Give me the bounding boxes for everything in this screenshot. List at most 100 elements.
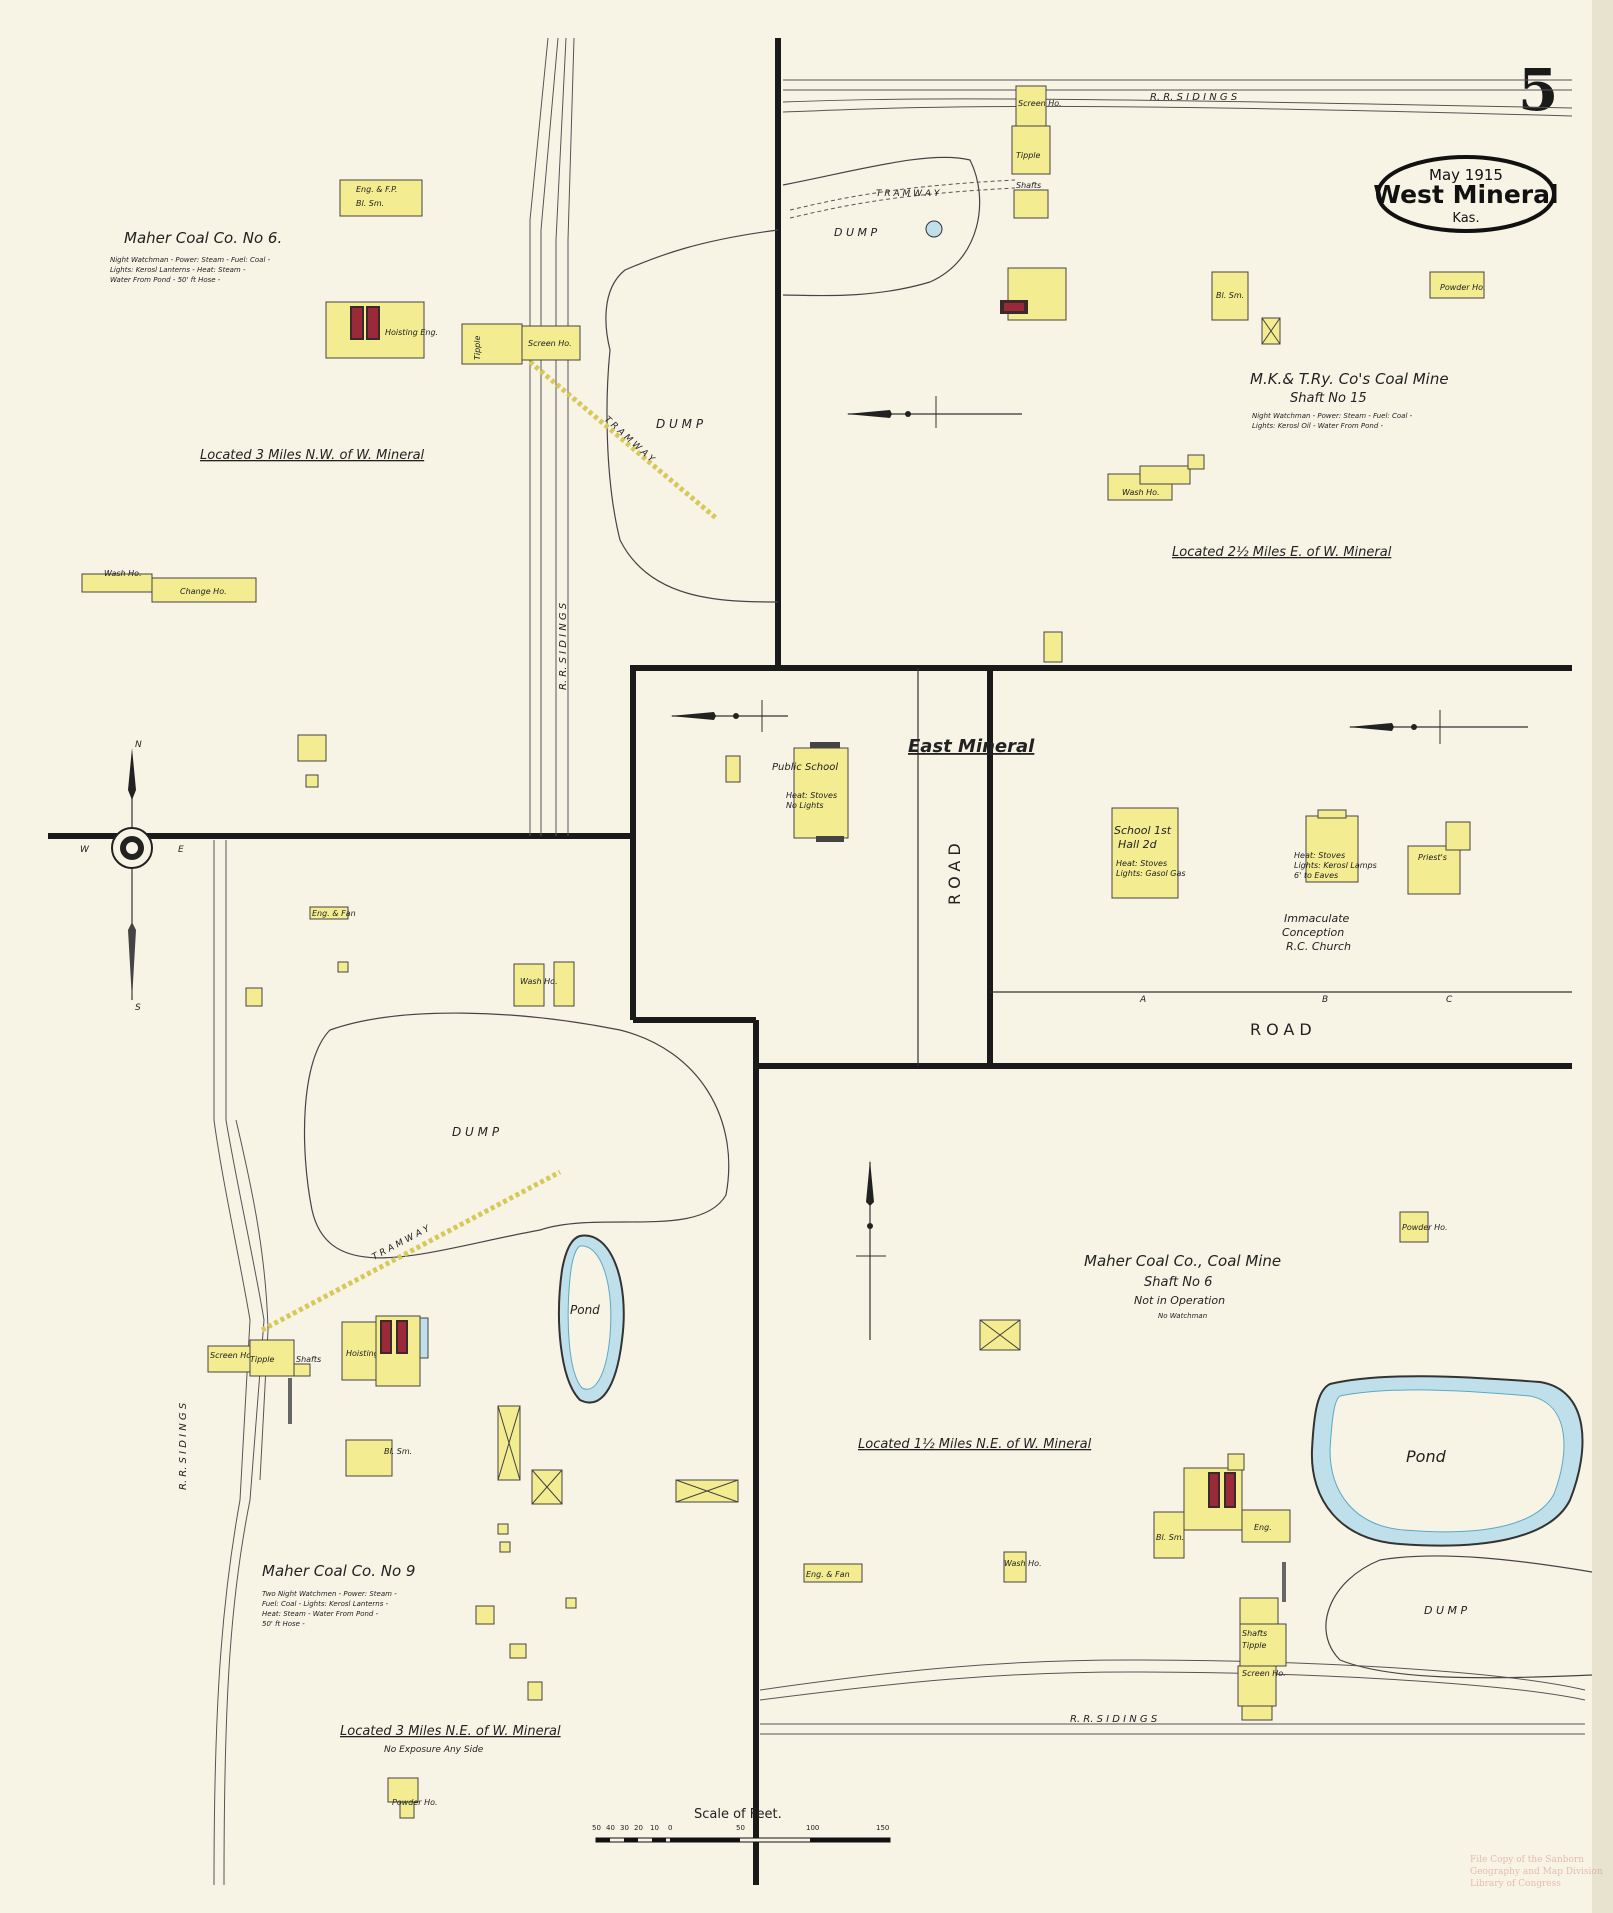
svg-text:50: 50 [592,1824,601,1832]
section-ne-location: Located 2½ Miles E. of W. Mineral [1172,545,1392,560]
svg-text:100: 100 [806,1824,819,1832]
building-public-school [793,747,849,839]
svg-text:Screen Ho.: Screen Ho. [210,1351,254,1360]
building-church [1305,815,1359,883]
svg-text:Lights: Gasol Gas: Lights: Gasol Gas [1116,869,1186,878]
library-watermark: File Copy of the Sanborn Geography and M… [1470,1855,1603,1889]
title-state: Kas. [1452,211,1479,226]
building-tipple [461,323,523,365]
svg-text:Eng.: Eng. [1254,1523,1272,1532]
svg-text:Shafts: Shafts [1016,181,1041,190]
tramway-sw [260,1169,562,1333]
north-arrow-icon [1348,723,1394,731]
building-school-hall [1111,807,1179,899]
svg-text:Heat: Stoves: Heat: Stoves [1294,851,1345,860]
svg-text:R. R. S I D I N G S: R. R. S I D I N G S [558,602,569,690]
building-wash-ho-se [1003,1551,1027,1583]
svg-text:20: 20 [634,1824,643,1832]
svg-text:No Lights: No Lights [786,801,824,810]
building-eng-fan-nw [297,734,327,762]
svg-text:Lights: Kerosl Lamps: Lights: Kerosl Lamps [1294,861,1377,870]
building-hoisting-eng-sw [341,1321,377,1381]
building-hoisting-sw [245,987,263,1007]
svg-text:50' ft Hose -: 50' ft Hose - [262,1620,305,1628]
building-tipple-sw [249,1339,295,1377]
rr-sidings-nw [529,37,575,836]
svg-text:Shaft No 6: Shaft No 6 [1144,1275,1212,1290]
svg-text:Eng. & F.P.: Eng. & F.P. [356,185,397,194]
section-se-title: Maher Coal Co., Coal Mine [1084,1252,1281,1270]
svg-text:T R A M W A Y: T R A M W A Y [876,189,941,199]
svg-text:Pond: Pond [1406,1447,1447,1466]
section-se-location: Located 1½ Miles N.E. of W. Mineral [858,1437,1092,1452]
svg-text:No Watchman: No Watchman [1158,1312,1207,1320]
svg-text:School 1st: School 1st [1114,824,1172,837]
tramway-nw [528,360,718,520]
building-powder-ho-se [1399,1211,1429,1243]
svg-text:Lights: Kerosl Lanterns - Heat: Lights: Kerosl Lanterns - Heat: Steam - [110,266,246,274]
svg-text:Screen Ho.: Screen Ho. [1018,99,1062,108]
tramway-ne [789,179,1016,211]
svg-text:Screen Ho.: Screen Ho. [1242,1669,1286,1678]
scale-bar: Scale of Feet. 50 40 30 20 10 0 50 100 1… [592,1807,891,1843]
svg-text:D U M P: D U M P [1424,1604,1468,1617]
svg-text:Eng. & Fan: Eng. & Fan [312,909,356,918]
svg-text:Shafts: Shafts [1242,1629,1267,1638]
north-arrow-icon [670,712,716,720]
dump-sw [303,1012,730,1259]
dump-ne [782,156,981,297]
building-priests-house [1407,845,1461,895]
svg-text:Shaft No 15: Shaft No 15 [1290,391,1367,406]
title-date: May 1915 [1429,166,1503,184]
svg-text:Hoisting Eng.: Hoisting Eng. [385,328,438,337]
road-vertical: ROAD [945,838,964,905]
svg-text:Heat: Steam - Water From Pond: Heat: Steam - Water From Pond - [262,1610,379,1618]
building-powder-ho-ne [1429,271,1485,299]
building-eng-fp-blsm [339,179,423,217]
water-tank-icon [925,220,943,238]
svg-text:File Copy of the Sanborn: File Copy of the Sanborn [1470,1855,1584,1865]
building-bl-sm-se [1153,1511,1185,1559]
dump-nw [605,229,779,603]
svg-text:Public School: Public School [772,762,838,773]
building-screen-ho [521,325,581,361]
svg-text:150: 150 [876,1824,889,1832]
building-screen-ho-se [1237,1665,1277,1707]
svg-text:R.C. Church: R.C. Church [1286,940,1351,953]
svg-text:0: 0 [668,1824,672,1832]
svg-text:Wash Ho.: Wash Ho. [520,977,558,986]
svg-text:Heat: Stoves: Heat: Stoves [1116,859,1167,868]
svg-text:Two Night Watchmen - Power: St: Two Night Watchmen - Power: Steam - [262,1590,397,1598]
building-wash-ho-sw [513,963,545,1007]
svg-text:10: 10 [650,1824,659,1832]
svg-text:Bl. Sm.: Bl. Sm. [384,1447,412,1456]
svg-text:Library of Congress: Library of Congress [1470,1879,1561,1889]
svg-text:T R A M W A Y: T R A M W A Y [602,415,657,466]
section-se: Pond D U M P R. R. S I D I N G S Powder … [759,1160,1593,1735]
svg-text:D U M P: D U M P [452,1125,500,1139]
svg-text:Powder Ho.: Powder Ho. [1440,283,1486,292]
svg-text:Pond: Pond [570,1303,600,1317]
compass-rose: N S E W [80,740,184,1013]
svg-text:A: A [1139,995,1146,1005]
svg-text:Fuel: Coal - Lights: Kerosl La: Fuel: Coal - Lights: Kerosl Lanterns - [262,1600,389,1608]
svg-text:Immaculate: Immaculate [1284,912,1350,925]
svg-text:30: 30 [620,1824,629,1832]
rr-sidings-sw [213,840,269,1886]
scale-title: Scale of Feet. [694,1807,782,1822]
svg-text:Priest's: Priest's [1418,853,1447,862]
svg-text:40: 40 [606,1824,615,1832]
svg-text:Tipple: Tipple [250,1355,274,1364]
dump-se [1325,1555,1593,1679]
svg-text:Powder Ho.: Powder Ho. [1402,1223,1448,1232]
svg-text:D U M P: D U M P [656,417,704,431]
title-cartouche: May 1915 West Mineral Kas. [1373,155,1559,233]
svg-text:Water From Pond - 50' ft Hose: Water From Pond - 50' ft Hose - [110,276,221,284]
sheet-edge [1592,0,1613,1913]
section-east-mineral: East Mineral ROAD ROAD A B C Public Scho… [670,700,1528,1039]
north-arrow-icon [866,1160,874,1206]
svg-text:No Exposure Any Side: No Exposure Any Side [384,1745,484,1755]
svg-text:Tipple: Tipple [1242,1641,1266,1650]
north-arrow-icon [846,410,892,418]
